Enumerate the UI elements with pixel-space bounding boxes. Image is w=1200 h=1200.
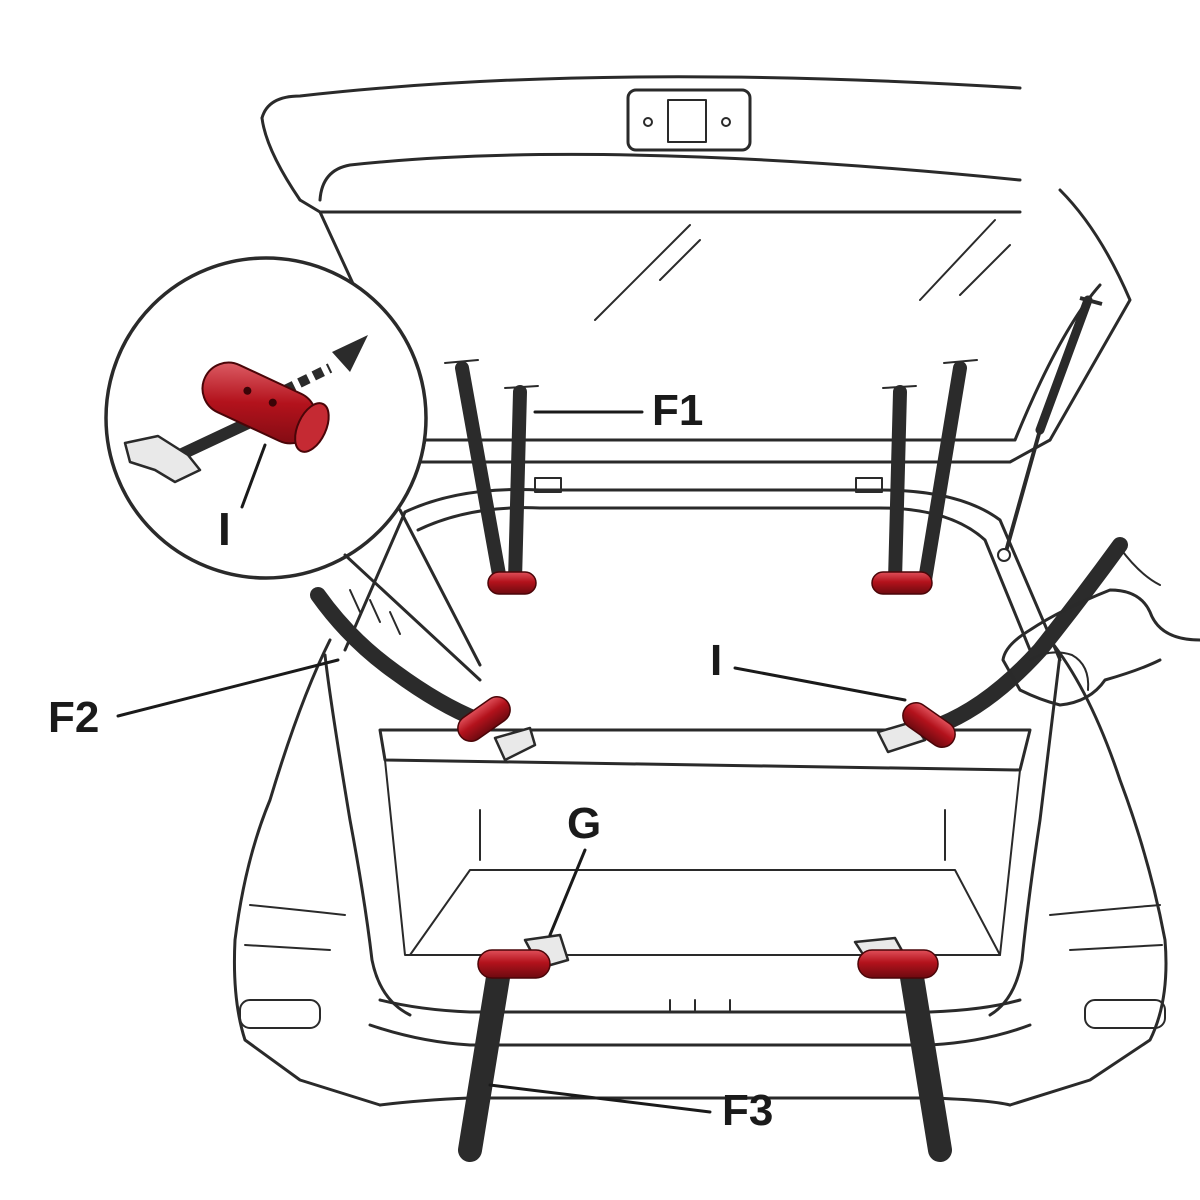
leader-g — [548, 848, 587, 937]
car-body — [232, 488, 1168, 1107]
strap-icon — [918, 361, 967, 587]
tether-clip-icon — [871, 571, 933, 595]
hook-bracket-icon — [493, 726, 537, 762]
tether-clip-icon — [477, 949, 551, 979]
leader-f2 — [116, 658, 340, 718]
tether-clip-icon — [457, 696, 511, 742]
tether-clip-icon — [201, 361, 330, 453]
tether-clips — [457, 571, 956, 979]
label-f3: F3 — [722, 1086, 773, 1135]
right-reflector — [1084, 999, 1166, 1029]
hand-icon — [1001, 547, 1200, 707]
direction-arrow-icon — [282, 363, 333, 395]
latch-icon — [667, 99, 707, 143]
hinge-tab — [855, 477, 883, 493]
leader-lines — [116, 410, 907, 1114]
hook-bracket-icon — [123, 434, 202, 484]
label-f2: F2 — [48, 693, 99, 742]
strap-icon — [458, 953, 512, 1162]
strap-icon — [455, 361, 507, 587]
rear-window — [318, 210, 1102, 442]
trunk-floor — [409, 869, 1001, 956]
leader-f3 — [488, 1083, 712, 1114]
strap-icon — [508, 385, 527, 587]
hooks — [493, 720, 927, 970]
strap-icon — [932, 537, 1128, 733]
strap-icon — [310, 587, 486, 728]
leader-i-inset — [240, 443, 267, 509]
plate-holder — [626, 88, 752, 152]
tether-clip-icon — [487, 571, 537, 595]
lower-straps — [458, 953, 952, 1162]
label-i-inset: I — [218, 503, 231, 555]
leader-i-main — [733, 666, 907, 702]
label-i-main: I — [710, 636, 722, 685]
left-reflector — [239, 999, 321, 1029]
hinge-tab — [534, 477, 562, 493]
tether-clip-icon — [902, 702, 956, 748]
strap-icon — [888, 385, 907, 587]
label-f1: F1 — [652, 386, 703, 435]
gas-strut — [1035, 295, 1093, 435]
label-g: G — [567, 799, 601, 848]
detail-inset — [104, 256, 482, 682]
upper-straps — [444, 359, 978, 587]
tether-clip-icon — [857, 949, 939, 979]
strap-icon — [898, 953, 952, 1162]
middle-straps — [310, 537, 1128, 733]
direction-arrow-icon — [332, 335, 368, 372]
